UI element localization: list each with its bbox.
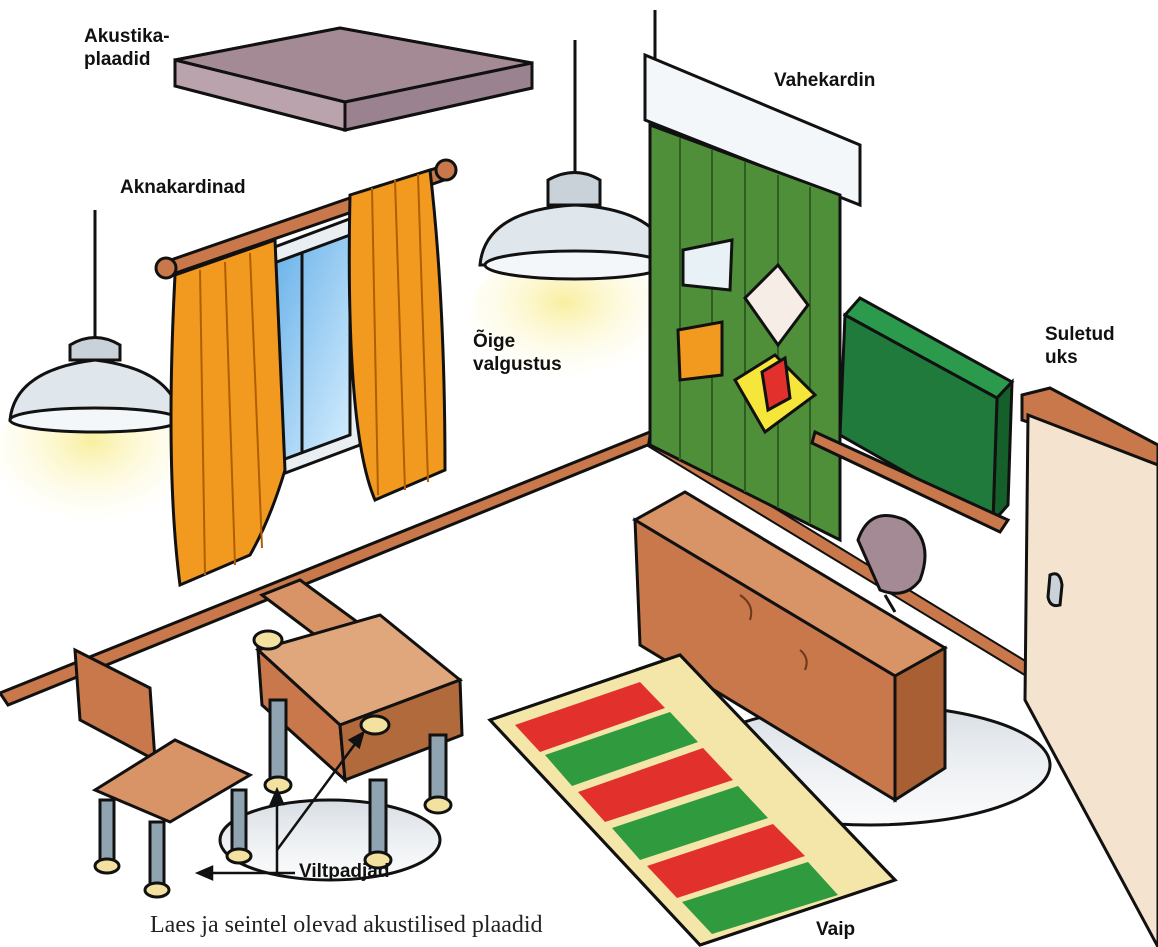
caption-text: Laes ja seintel olevad akustilised plaad… [150, 912, 543, 939]
label-acoustic-tiles-line2: plaadid [84, 48, 170, 71]
label-lighting-line2: valgustus [473, 353, 562, 376]
label-window-curtains: Aknakardinad [120, 176, 246, 199]
acoustic-tile-icon [175, 28, 532, 130]
label-acoustic-tiles: Akustika- plaadid [84, 25, 170, 71]
label-rug: Vaip [816, 918, 855, 941]
ceiling-lamp-icon [0, 210, 187, 525]
label-closed-door: Suletud uks [1045, 323, 1115, 369]
label-lighting: Õige valgustus [473, 330, 562, 376]
chair-icon [75, 650, 251, 897]
label-acoustic-tiles-line1: Akustika- [84, 25, 170, 48]
window-curtain-left [171, 240, 285, 585]
student-desk-icon [220, 580, 462, 880]
label-lighting-line1: Õige [473, 330, 562, 353]
window-curtain-right [349, 170, 445, 500]
blackboard-icon [812, 298, 1012, 532]
door-icon [1022, 388, 1158, 947]
label-closed-door-line2: uks [1045, 346, 1115, 369]
label-felt-pads: Viltpadjad [299, 860, 389, 883]
label-divider-curtain: Vahekardin [774, 69, 875, 92]
label-closed-door-line1: Suletud [1045, 323, 1115, 346]
